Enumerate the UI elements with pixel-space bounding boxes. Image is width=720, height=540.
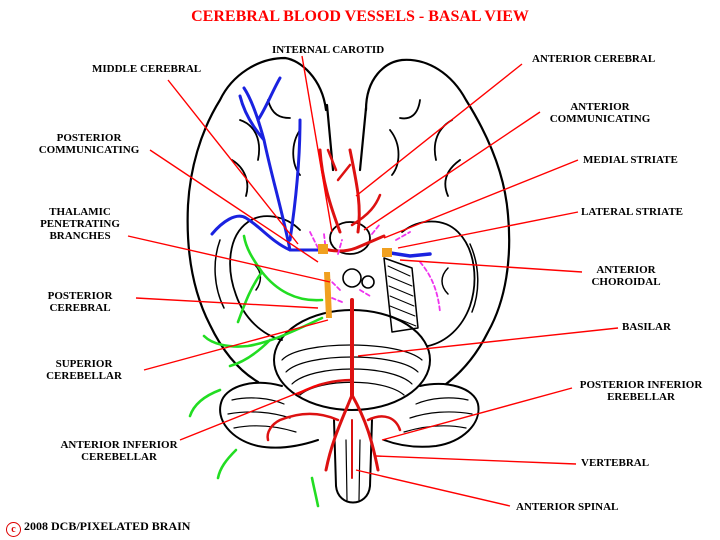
mammillary-right — [361, 275, 375, 289]
label-anterior-spinal: ANTERIOR SPINAL — [516, 501, 619, 513]
leader-anterior-communicating — [363, 111, 541, 231]
orange-patch-left — [318, 244, 328, 254]
leader-anterior-spinal — [355, 469, 511, 507]
label-medial-striate: MEDIAL STRIATE — [583, 154, 678, 166]
label-line: COMMUNICATING — [38, 144, 140, 156]
temporal-gyri — [214, 239, 479, 313]
mammillary-left — [342, 268, 362, 288]
vertebral-artery-left — [324, 393, 354, 472]
anterior-choroidal-dashes — [419, 261, 441, 313]
leader-basilar — [357, 327, 619, 357]
medial-striate-dashes — [309, 223, 411, 255]
middle-cerebral-arteries — [210, 76, 432, 258]
label-internal-carotid: INTERNAL CAROTID — [272, 44, 385, 56]
pica-left — [266, 412, 340, 442]
orange-stem — [324, 272, 332, 318]
cerebellum-folia — [227, 397, 473, 433]
label-vertebral: VERTEBRAL — [581, 457, 650, 469]
cerebellar-arteries — [188, 234, 324, 508]
leader-anterior-cerebral — [355, 63, 523, 197]
right-hemisphere-outline — [364, 58, 511, 386]
label-line: EREBELLAR — [607, 391, 675, 403]
label-posterior-communicating: POSTERIOR COMMUNICATING — [32, 132, 146, 156]
anterior-cerebral-left — [318, 148, 342, 234]
label-anterior-communicating: ANTERIOR COMMUNICATING — [543, 101, 657, 125]
thalamic-dashes — [329, 279, 371, 303]
striate-arteries — [309, 223, 441, 313]
leader-middle-cerebral — [167, 79, 299, 245]
vertebral-artery-right — [350, 393, 380, 472]
label-anterior-cerebral: ANTERIOR CEREBRAL — [532, 53, 656, 65]
label-line: COMMUNICATING — [549, 113, 651, 125]
leader-posterior-inferior — [381, 387, 573, 441]
leader-anterior-inferior — [179, 383, 321, 441]
label-line: POSTERIOR — [47, 290, 113, 302]
cerebellum-left — [219, 381, 319, 449]
label-superior-cerebellar: SUPERIOR CEREBELLAR — [42, 358, 126, 382]
optic-chiasm — [329, 221, 371, 255]
circle-of-willis — [320, 234, 386, 253]
label-line: ANTERIOR — [596, 264, 656, 276]
label-posterior-cerebral: POSTERIOR CEREBRAL — [40, 290, 120, 314]
superior-cerebellar-left — [202, 316, 324, 368]
label-line: THALAMIC — [49, 206, 111, 218]
label-line: BRANCHES — [49, 230, 111, 242]
leader-internal-carotid — [301, 55, 333, 233]
right-temporal-lobe — [401, 220, 476, 347]
copyright-symbol: c — [6, 522, 21, 537]
posterior-cerebral-left — [236, 234, 324, 324]
label-middle-cerebral: MIDDLE CEREBRAL — [92, 63, 202, 75]
leader-superior-cerebellar — [143, 319, 329, 371]
label-posterior-inferior-cerebellar: POSTERIOR INFERIOR EREBELLAR — [570, 379, 712, 403]
pica-right — [366, 415, 402, 432]
label-thalamic-penetrating: THALAMIC PENETRATING BRANCHES — [32, 206, 128, 242]
medulla — [333, 419, 373, 504]
left-hemisphere-outline — [186, 56, 328, 384]
label-line: SUPERIOR — [55, 358, 113, 370]
internal-carotid-branches — [326, 148, 382, 227]
leader-medial-striate — [383, 159, 579, 239]
right-frontal-sulci — [389, 99, 461, 197]
label-line: CHOROIDAL — [591, 276, 661, 288]
label-line: POSTERIOR — [56, 132, 122, 144]
leader-lateral-striate — [397, 211, 579, 249]
label-anterior-inferior-cerebellar: ANTERIOR INFERIOR CEREBELLAR — [46, 439, 192, 463]
label-line: CEREBELLAR — [81, 451, 157, 463]
middle-cerebral-right — [382, 250, 432, 258]
leader-posterior-communicating — [149, 149, 319, 263]
credit-text: 2008 DCB/PIXELATED BRAIN — [24, 519, 191, 533]
label-line: PENETRATING — [40, 218, 120, 230]
peduncle-hatching — [387, 265, 417, 327]
label-line: POSTERIOR INFERIOR — [579, 379, 703, 391]
label-line: CEREBELLAR — [46, 370, 122, 382]
label-line: ANTERIOR — [570, 101, 630, 113]
posterior-inferior-left — [188, 388, 238, 480]
label-line: ANTERIOR INFERIOR — [60, 439, 178, 451]
green-lower — [310, 476, 320, 508]
leader-vertebral — [375, 455, 577, 465]
middle-cerebral-left — [210, 214, 324, 252]
leader-lines — [127, 55, 619, 507]
cerebellum-right — [383, 383, 480, 448]
left-frontal-sulci — [231, 99, 301, 197]
anterior-cerebral-right — [348, 148, 361, 234]
middle-cerebral-left-upper — [238, 76, 302, 252]
brain-outline — [186, 56, 511, 504]
label-anterior-choroidal: ANTERIOR CHOROIDAL — [586, 264, 666, 288]
leader-anterior-choroidal — [399, 259, 583, 273]
choroidal-orange — [318, 244, 392, 318]
label-line: CEREBRAL — [49, 302, 111, 314]
diagram-title: CEREBRAL BLOOD VESSELS - BASAL VIEW — [191, 8, 529, 25]
cerebral-peduncle — [383, 257, 419, 333]
medulla-lines — [345, 439, 361, 501]
left-temporal-lobe — [229, 215, 301, 341]
label-lateral-striate: LATERAL STRIATE — [581, 206, 683, 218]
leader-posterior-cerebral — [135, 297, 319, 309]
label-basilar: BASILAR — [622, 321, 671, 333]
orange-patch-right — [382, 248, 392, 257]
leader-thalamic — [127, 235, 331, 283]
